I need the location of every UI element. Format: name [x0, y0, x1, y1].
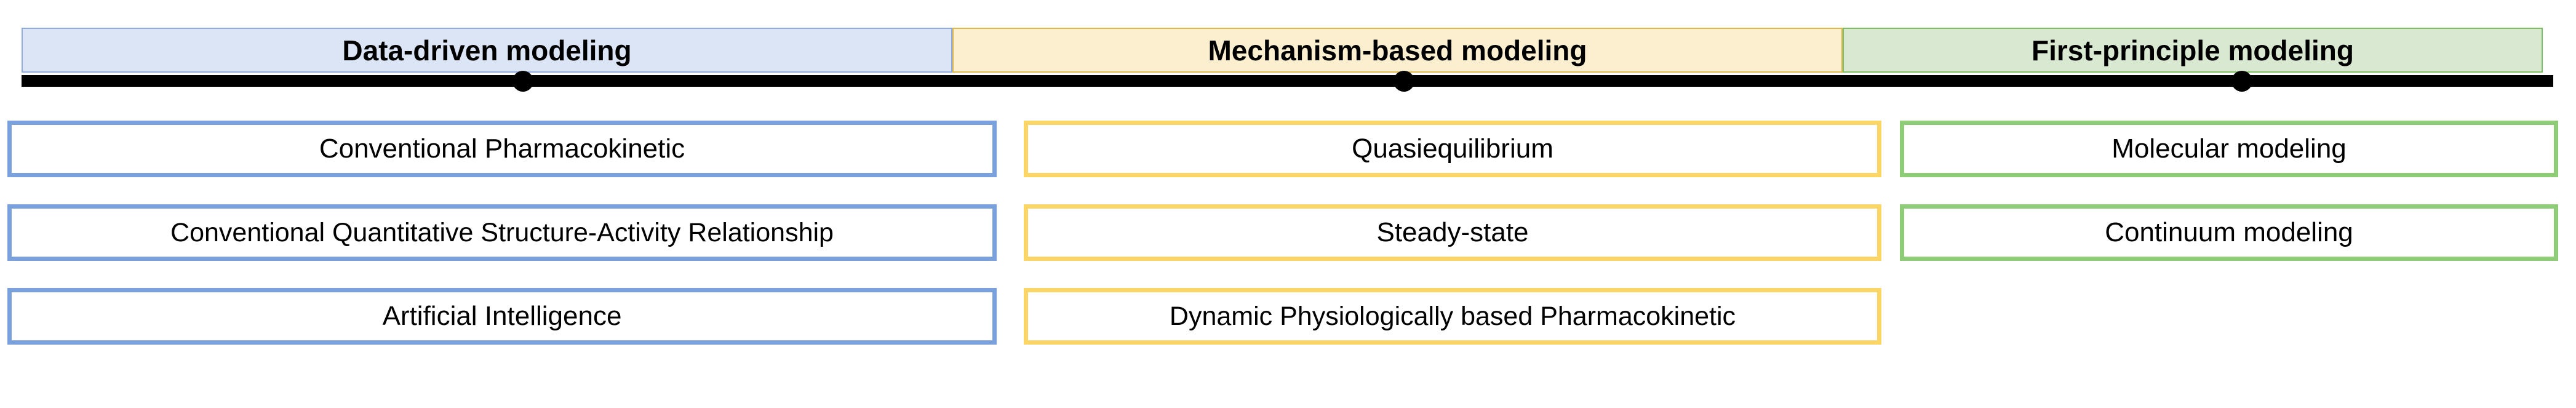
method-card[interactable]: Conventional Pharmacokinetic [7, 121, 997, 177]
method-column-mechanism-based: Quasiequilibrium Steady-state Dynamic Ph… [1024, 121, 1881, 379]
method-card-label: Conventional Quantitative Structure-Acti… [170, 217, 834, 247]
method-card-label: Continuum modeling [2105, 217, 2353, 247]
method-card-label: Artificial Intelligence [382, 301, 622, 331]
category-band-first-principle[interactable]: First-principle modeling [1843, 28, 2543, 73]
category-band-label-first-principle: First-principle modeling [2032, 34, 2354, 66]
spectrum-marker-data-driven-icon [512, 70, 533, 92]
method-card-label: Dynamic Physiologically based Pharmacoki… [1169, 301, 1736, 331]
method-column-first-principle: Molecular modeling Continuum modeling [1900, 121, 2558, 379]
method-card-label: Conventional Pharmacokinetic [319, 134, 685, 164]
category-band-row: Data-driven modeling Mechanism-based mod… [22, 28, 2543, 73]
method-card[interactable]: Dynamic Physiologically based Pharmacoki… [1024, 288, 1881, 345]
method-card[interactable]: Molecular modeling [1900, 121, 2558, 177]
category-band-label-mechanism-based: Mechanism-based modeling [1208, 34, 1587, 66]
method-card-label: Molecular modeling [2111, 134, 2347, 164]
method-card-label: Steady-state [1376, 217, 1529, 247]
method-card-label: Quasiequilibrium [1352, 134, 1553, 164]
spectrum-marker-first-principle-icon [2231, 70, 2252, 92]
method-card[interactable]: Artificial Intelligence [7, 288, 997, 345]
category-band-mechanism-based[interactable]: Mechanism-based modeling [952, 28, 1843, 73]
method-card[interactable]: Quasiequilibrium [1024, 121, 1881, 177]
method-card[interactable]: Conventional Quantitative Structure-Acti… [7, 204, 997, 261]
category-band-label-data-driven: Data-driven modeling [342, 34, 632, 66]
method-column-data-driven: Conventional Pharmacokinetic Conventiona… [7, 121, 997, 379]
spectrum-bar [22, 70, 2553, 92]
category-band-data-driven[interactable]: Data-driven modeling [22, 28, 952, 73]
method-card[interactable]: Continuum modeling [1900, 204, 2558, 261]
method-card-columns: Conventional Pharmacokinetic Conventiona… [0, 121, 2576, 379]
method-card[interactable]: Steady-state [1024, 204, 1881, 261]
spectrum-marker-mechanism-based-icon [1393, 70, 1414, 92]
